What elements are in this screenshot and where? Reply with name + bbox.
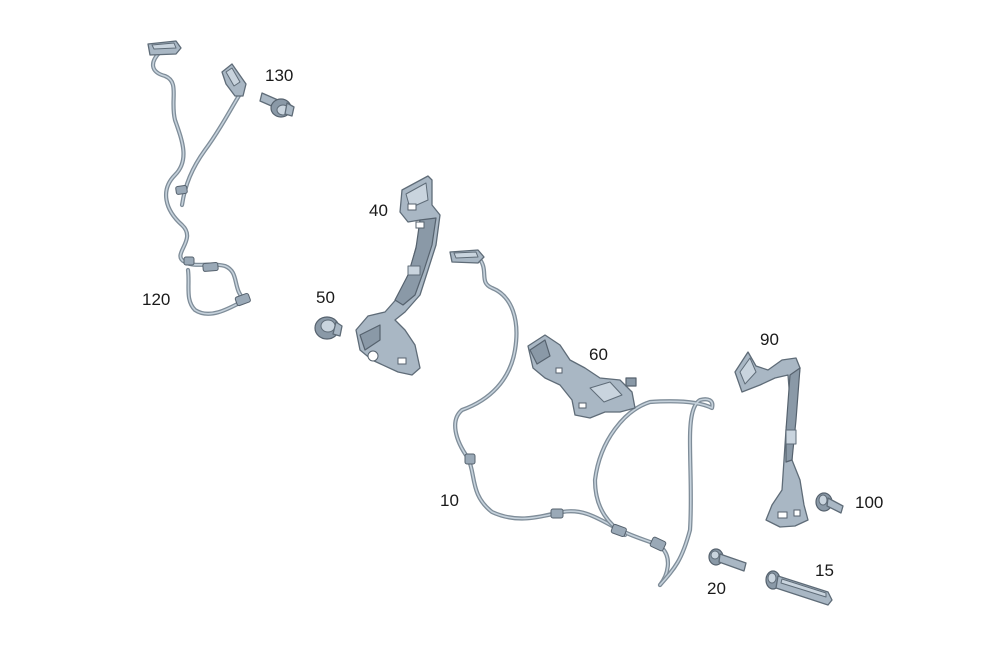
label-part-60: 60 <box>589 345 608 364</box>
label-part-90: 90 <box>760 330 779 349</box>
part-60-bracket <box>527 334 637 419</box>
part-40-bracket <box>355 175 441 376</box>
part-130-bolt <box>259 92 295 118</box>
part-90-bracket <box>734 351 809 528</box>
label-part-40: 40 <box>369 201 388 220</box>
label-part-15: 15 <box>815 561 834 580</box>
part-100-bolt <box>815 492 844 514</box>
label-part-20: 20 <box>707 579 726 598</box>
part-120-sensor-wire <box>147 40 251 316</box>
label-part-10: 10 <box>440 491 459 510</box>
label-part-100: 100 <box>855 493 884 512</box>
label-part-120: 120 <box>142 290 171 309</box>
part-10-sensor-wire <box>449 249 715 588</box>
label-part-50: 50 <box>316 288 335 307</box>
part-15-bolt <box>765 570 833 606</box>
part-20-bolt <box>708 548 747 572</box>
part-50-clip <box>314 316 343 340</box>
label-part-130: 130 <box>265 66 294 85</box>
